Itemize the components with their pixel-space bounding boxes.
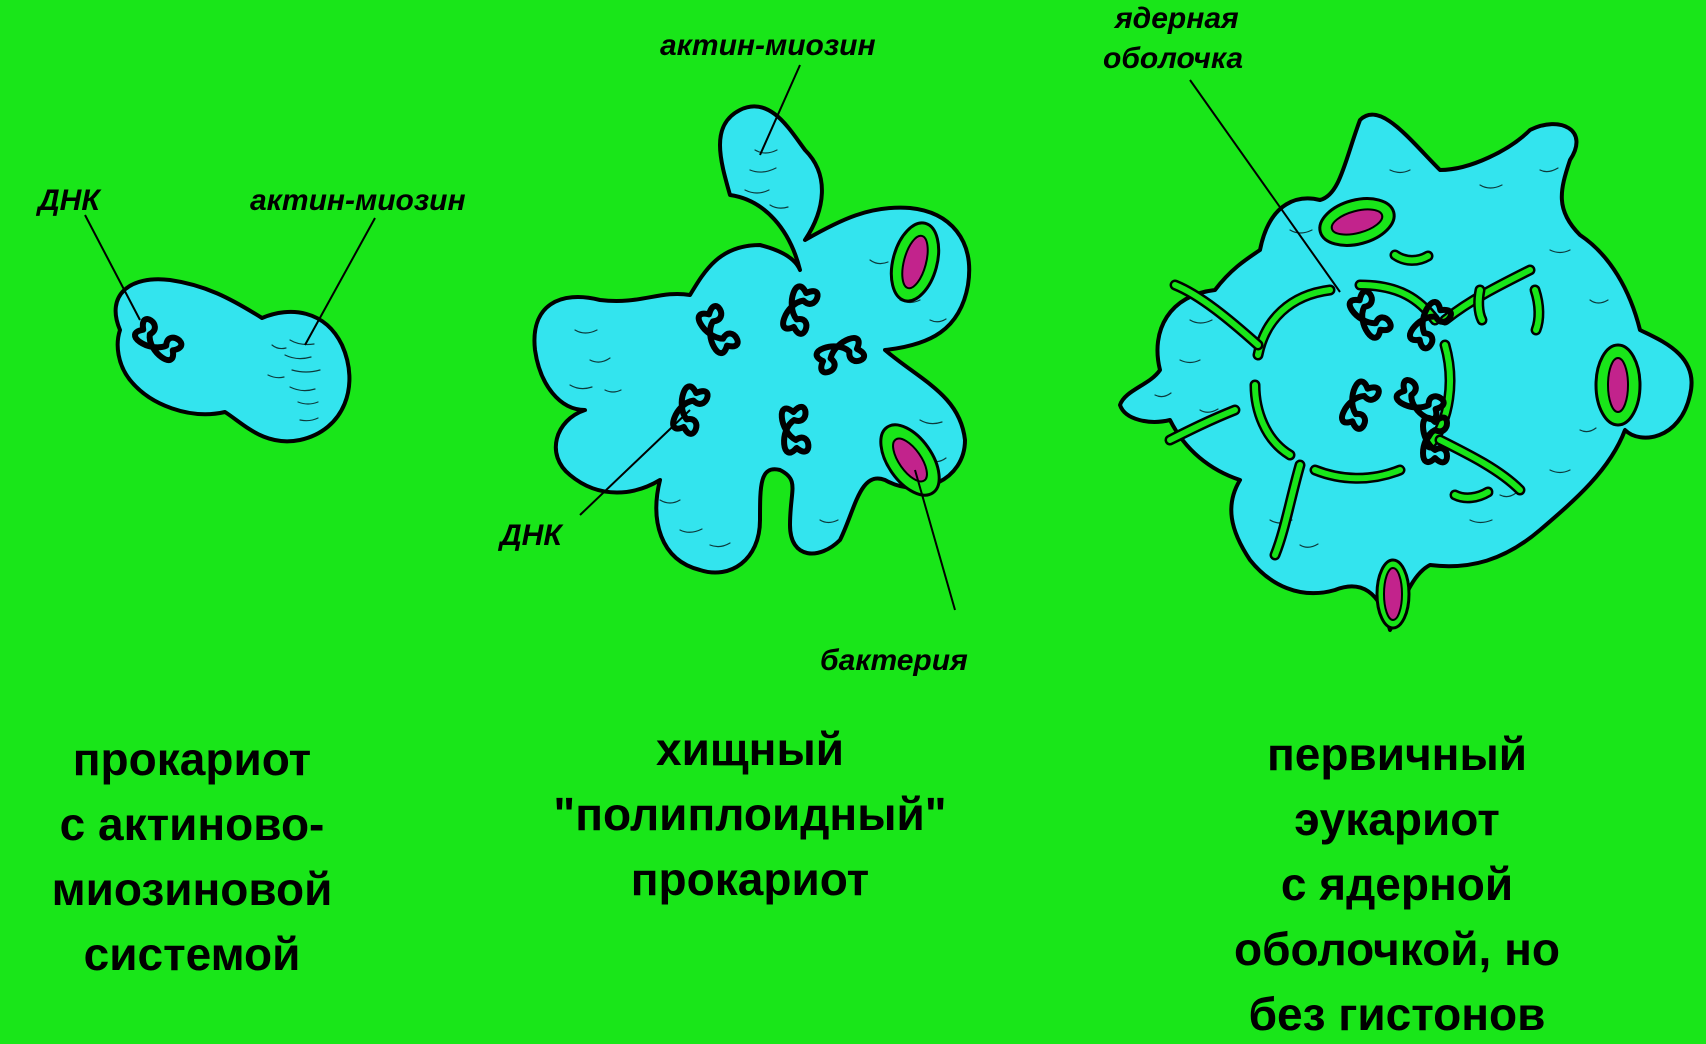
caption-primary-eukaryote: первичный эукариот с ядерной оболочкой, …	[1234, 728, 1560, 1040]
caption-line: с актиново-	[60, 798, 325, 850]
actin-myosin-label: актин-миозин	[250, 184, 466, 217]
dna-label: ДНК	[497, 519, 564, 552]
dna-pointer-line	[85, 215, 140, 320]
polyploid-cell	[534, 106, 969, 572]
caption-line: с ядерной	[1281, 858, 1513, 910]
caption-line: системой	[84, 928, 301, 980]
caption-prokaryote: прокариот с актиново- миозиновой системо…	[52, 733, 333, 980]
caption-line: "полиплоидный"	[553, 788, 946, 840]
caption-line: оболочкой, но	[1234, 923, 1560, 975]
nuclear-envelope-label-line1: ядерная	[1113, 2, 1239, 35]
bacterium	[1596, 345, 1640, 425]
caption-line: прокариот	[73, 733, 311, 785]
dna-label: ДНК	[35, 184, 102, 217]
caption-line: миозиновой	[52, 863, 333, 915]
prokaryote-cell	[116, 279, 350, 441]
bacterium	[1377, 560, 1409, 628]
caption-line: эукариот	[1294, 793, 1499, 845]
panel-primary-eukaryote: ядерная оболочка	[1103, 2, 1692, 630]
nuclear-envelope-label-line2: оболочка	[1103, 42, 1243, 75]
bacterium-label: бактерия	[820, 644, 968, 677]
caption-line: первичный	[1267, 728, 1527, 780]
caption-line: прокариот	[631, 853, 869, 905]
actin-myosin-label: актин-миозин	[660, 29, 876, 62]
caption-line: без гистонов	[1249, 988, 1546, 1040]
caption-line: хищный	[656, 723, 844, 775]
panel-prokaryote: ДНК актин-миозин	[35, 184, 466, 441]
caption-polyploid-prokaryote: хищный "полиплоидный" прокариот	[553, 723, 946, 905]
panel-polyploid-prokaryote: актин-миозин ДНК бактерия	[497, 29, 969, 677]
actin-pointer-line	[305, 218, 375, 345]
